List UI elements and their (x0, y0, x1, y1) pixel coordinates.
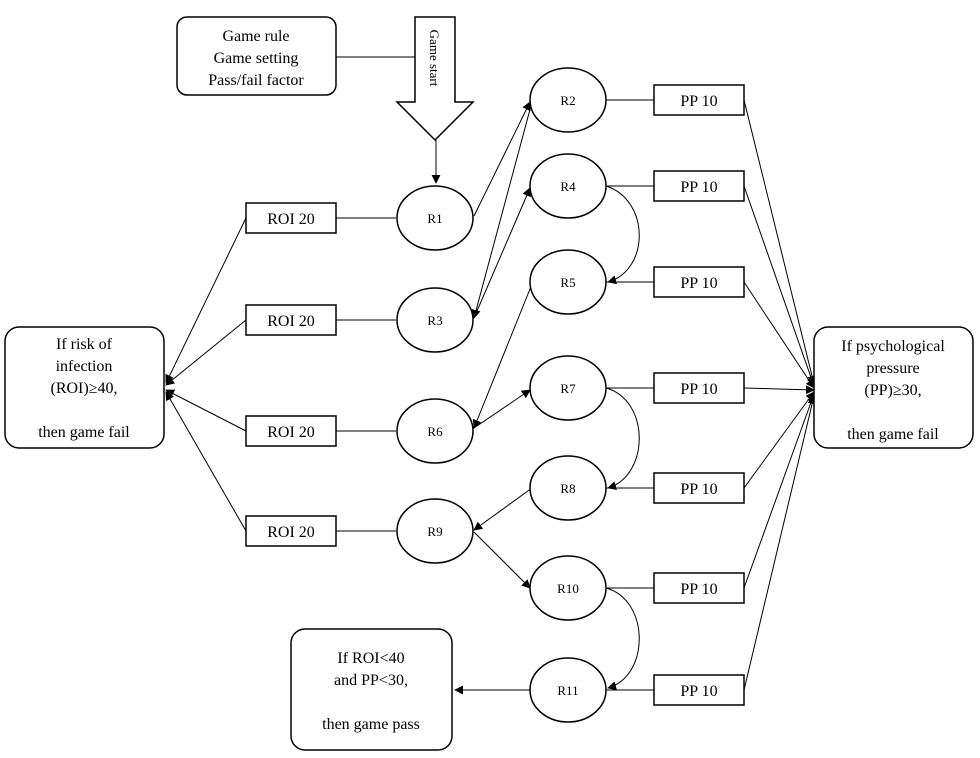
room-r9-label: R9 (427, 524, 442, 539)
pp4-to-fail-arrow (743, 385, 815, 395)
pp-box-6: PP 10 (653, 572, 745, 604)
room-r5-label: R5 (560, 275, 575, 290)
pp-box-5: PP 10 (653, 472, 745, 504)
roi1-to-fail-arrow (165, 217, 247, 384)
pp-box-5-label: PP 10 (680, 481, 717, 498)
roi-box-2-label: ROI 20 (267, 313, 315, 330)
pp-fail-box: If psychological pressure (PP)≥30, then … (813, 326, 974, 449)
room-r9: R9 (396, 498, 474, 564)
roi-box-3-label: ROI 20 (267, 424, 315, 441)
room-r10: R10 (529, 555, 607, 621)
r5-to-r6-arrow (472, 283, 533, 429)
pp-box-1: PP 10 (653, 84, 745, 116)
r8-to-r9-arrow (473, 487, 533, 531)
r4-to-r5-arrow (605, 185, 640, 285)
pass-line-1: If ROI<40 (337, 650, 404, 667)
room-r3-label: R3 (427, 313, 442, 328)
room-r11: R11 (529, 657, 607, 723)
pp5-to-fail-arrow (743, 391, 815, 489)
roi-fail-line-3: (ROI)≥40, (51, 380, 118, 397)
roi2-to-fail-arrow (165, 319, 247, 386)
room-r7-label: R7 (560, 381, 576, 396)
roi-box-4-label: ROI 20 (267, 524, 315, 541)
pp-fail-line-3: (PP)≥30, (864, 382, 921, 399)
room-r7: R7 (529, 355, 607, 421)
room-r1: R1 (396, 185, 474, 251)
pp1-to-fail-arrow (743, 99, 817, 385)
roi-fail-line-1: If risk of (56, 336, 113, 353)
room-r6: R6 (396, 398, 474, 464)
room-r10-label: R10 (557, 581, 579, 596)
pp-fail-line-2: pressure (866, 360, 919, 377)
room-r4-label: R4 (560, 179, 576, 194)
roi4-to-fail-arrow (165, 391, 247, 532)
roi3-to-fail-arrow (165, 389, 247, 432)
roi-box-1-label: ROI 20 (267, 211, 315, 228)
pp-box-7: PP 10 (653, 674, 745, 706)
pass-box: If ROI<40 and PP<30, then game pass (290, 628, 453, 751)
r9-to-r10-arrow (473, 531, 531, 589)
room-r5: R5 (529, 249, 607, 315)
room-r8-label: R8 (560, 481, 575, 496)
pp3-to-fail-arrow (743, 281, 815, 389)
roi-fail-line-4: then game fail (38, 424, 130, 441)
roi-box-1: ROI 20 (245, 202, 337, 234)
room-r2-label: R2 (560, 93, 575, 108)
pass-line-2: and PP<30, (334, 672, 408, 689)
room-r2: R2 (529, 67, 607, 133)
r7-to-r8-arrow (605, 387, 640, 490)
pp-box-1-label: PP 10 (680, 93, 717, 110)
r1-to-r2-arrow (473, 101, 531, 217)
game-start-arrow: Game start (395, 16, 475, 142)
pp-box-4: PP 10 (653, 372, 745, 404)
room-r4: R4 (529, 153, 607, 219)
connectors (165, 56, 817, 695)
pp6-to-fail-arrow (743, 393, 816, 589)
roi-fail-box: If risk of infection (ROI)≥40, then game… (4, 326, 165, 449)
room-r3: R3 (396, 287, 474, 353)
pp-box-3: PP 10 (653, 266, 745, 298)
setup-line-3: Pass/fail factor (208, 72, 304, 89)
roi-box-4: ROI 20 (245, 515, 337, 547)
r10-to-r11-arrow (605, 587, 640, 691)
setup-box: Game rule Game setting Pass/fail factor (176, 16, 337, 96)
setup-line-2: Game setting (214, 50, 299, 67)
pp-box-2-label: PP 10 (680, 179, 717, 196)
roi-box-2: ROI 20 (245, 304, 337, 336)
r2-to-r3-arrow (471, 101, 533, 319)
pp-box-2: PP 10 (653, 170, 745, 202)
room-r8: R8 (529, 455, 607, 521)
roi-box-3: ROI 20 (245, 415, 337, 447)
pp-box-7-label: PP 10 (680, 683, 717, 700)
r3-to-r4-arrow (473, 187, 531, 319)
pp-box-3-label: PP 10 (680, 275, 717, 292)
pp-box-4-label: PP 10 (680, 381, 717, 398)
pp-fail-line-4: then game fail (847, 426, 939, 443)
pp2-to-fail-arrow (743, 185, 816, 387)
room-r11-label: R11 (557, 683, 578, 698)
r6-to-r7-arrow (473, 389, 531, 429)
pp-box-6-label: PP 10 (680, 581, 717, 598)
room-r6-label: R6 (427, 424, 443, 439)
roi-fail-line-2: infection (56, 358, 113, 375)
setup-line-1: Game rule (222, 28, 289, 45)
pass-line-3: then game pass (322, 716, 420, 733)
room-r1-label: R1 (427, 211, 442, 226)
pp-fail-line-1: If psychological (841, 338, 945, 355)
game-start-label: Game start (427, 30, 442, 87)
pp7-to-fail-arrow (743, 395, 817, 691)
